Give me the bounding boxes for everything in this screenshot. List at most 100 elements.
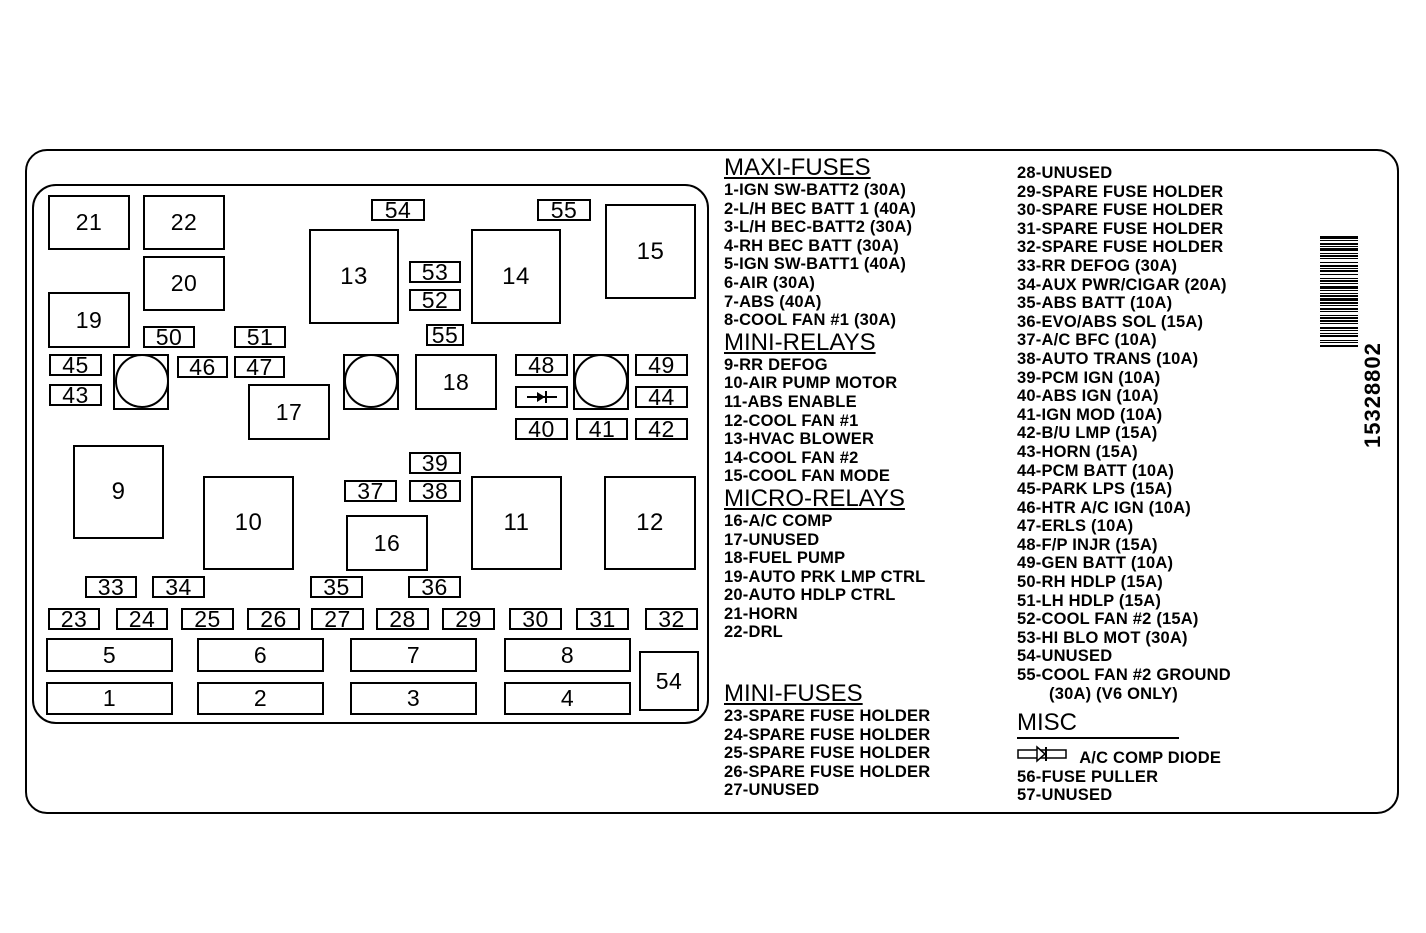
legend-item: 29-SPARE FUSE HOLDER — [1017, 182, 1224, 201]
fuse-45: 45 — [49, 351, 102, 378]
legend-item: 8-COOL FAN #1 (30A) — [724, 311, 897, 330]
legend-item: 4-RH BEC BATT (30A) — [724, 236, 899, 255]
fuse-26-label: 26 — [260, 605, 287, 632]
maxi-fuse-1: 1 — [46, 682, 173, 715]
legend-item: 27-UNUSED — [724, 781, 820, 800]
barcode-bar — [1320, 255, 1358, 257]
fuse-40: 40 — [515, 415, 568, 442]
barcode-bar — [1320, 335, 1358, 337]
fuse-28: 28 — [376, 607, 429, 630]
barcode-bar — [1320, 270, 1358, 272]
fuse-47: 47 — [234, 353, 285, 380]
relay-19: 19 — [48, 292, 130, 348]
legend-item: 48-F/P INJR (15A) — [1017, 535, 1158, 554]
fuse-46-label: 46 — [189, 353, 216, 380]
legend-item: 20-AUTO HDLP CTRL — [724, 586, 896, 605]
fuse-54-top-label: 54 — [384, 196, 412, 223]
legend-item: 12-COOL FAN #1 — [724, 411, 859, 430]
fuse-34-label: 34 — [165, 573, 192, 600]
mini-relays-heading: MINI-RELAYS — [724, 328, 876, 356]
label-frame — [25, 149, 1399, 814]
legend-item: 15-COOL FAN MODE — [724, 467, 891, 486]
relay-19-label: 19 — [75, 306, 103, 333]
fuse-panel-outline — [32, 184, 709, 724]
fuse-39: 39 — [409, 451, 461, 474]
barcode-bar — [1320, 248, 1358, 251]
legend-mini-fuses: MINI-FUSES 23-SPARE FUSE HOLDER 24-SPARE… — [724, 681, 930, 800]
relay-11-label: 11 — [503, 509, 530, 536]
fuse-38: 38 — [409, 479, 461, 502]
legend-item-continuation: (30A) (V6 ONLY) — [1049, 684, 1178, 703]
fuse-40-label: 40 — [528, 415, 555, 442]
fuse-29-label: 29 — [455, 605, 482, 632]
fuse-55-top: 55 — [537, 196, 591, 223]
fuse-55-mid-label: 55 — [431, 321, 459, 348]
barcode-bar — [1320, 258, 1358, 259]
fuse-35-label: 35 — [323, 573, 350, 600]
legend-item: 24-SPARE FUSE HOLDER — [724, 725, 931, 744]
fuse-42-label: 42 — [648, 415, 675, 442]
barcode-bar — [1320, 274, 1358, 275]
fuse-48-label: 48 — [528, 351, 555, 378]
legend-item: 36-EVO/ABS SOL (15A) — [1017, 312, 1204, 331]
fuse-53: 53 — [409, 260, 461, 283]
legend-item: 37-A/C BFC (10A) — [1017, 331, 1157, 350]
maxi-fuse-6-label: 6 — [253, 641, 268, 668]
maxi-fuse-1-label: 1 — [102, 685, 117, 711]
legend-item: 25-SPARE FUSE HOLDER — [724, 744, 931, 763]
fuse-36-label: 36 — [421, 573, 448, 600]
part-number: 15328802 — [1360, 342, 1385, 448]
fuse-25: 25 — [181, 605, 234, 632]
maxi-fuses-heading: MAXI-FUSES — [724, 154, 871, 181]
legend-item: 54-UNUSED — [1017, 647, 1113, 666]
fuse-55-mid: 55 — [426, 321, 464, 348]
legend-item: 3-L/H BEC-BATT2 (30A) — [724, 218, 913, 237]
relay-10-label: 10 — [234, 509, 263, 536]
barcode-bar — [1320, 253, 1358, 254]
maxi-fuse-8: 8 — [504, 638, 631, 672]
fuse-55-top-label: 55 — [550, 196, 578, 223]
fuse-42: 42 — [635, 415, 688, 442]
barcode-bar — [1320, 290, 1358, 291]
relay-18: 18 — [415, 354, 497, 410]
relay-17: 17 — [248, 384, 330, 440]
fuse-34: 34 — [152, 573, 205, 600]
barcode-bar — [1320, 236, 1358, 239]
fuse-27-label: 27 — [324, 605, 351, 632]
relay-20-label: 20 — [170, 270, 198, 296]
legend-item: 38-AUTO TRANS (10A) — [1017, 349, 1199, 368]
barcode-bar — [1320, 286, 1358, 289]
barcode-bar — [1320, 280, 1358, 282]
fuse-25-label: 25 — [194, 605, 221, 632]
legend-item: 41-IGN MOD (10A) — [1017, 405, 1163, 424]
legend-misc: MISC A/C COMP DIODE 56-FUSE PULLER 57-UN… — [1017, 710, 1221, 805]
fuse-49: 49 — [635, 353, 688, 376]
mini-fuses-heading: MINI-FUSES — [724, 680, 863, 707]
legend-item: 50-RH HDLP (15A) — [1017, 573, 1163, 592]
barcode-bar — [1320, 268, 1358, 269]
relay-10: 10 — [203, 476, 294, 570]
barcode-bar — [1320, 293, 1358, 294]
maxi-fuse-3: 3 — [350, 682, 477, 715]
maxi-fuse-7-label: 7 — [406, 641, 421, 668]
fuse-44: 44 — [635, 385, 688, 408]
fuse-51-label: 51 — [246, 323, 274, 350]
legend-column-2: 28-UNUSED 29-SPARE FUSE HOLDER 30-SPARE … — [1017, 164, 1231, 703]
relay-16: 16 — [346, 515, 428, 571]
fuse-27: 27 — [311, 605, 364, 632]
legend-item: 19-AUTO PRK LMP CTRL — [724, 567, 926, 586]
fuse-41-label: 41 — [588, 415, 616, 442]
fuse-50: 50 — [143, 325, 195, 348]
relay-22: 22 — [143, 195, 225, 250]
relay-14: 14 — [471, 229, 561, 324]
barcode-bar — [1320, 298, 1358, 301]
fuse-45-label: 45 — [62, 351, 89, 378]
fuse-24: 24 — [116, 607, 168, 630]
legend-item: 56-FUSE PULLER — [1017, 767, 1159, 786]
legend-item: 28-UNUSED — [1017, 164, 1113, 182]
maxi-fuse-4-label: 4 — [560, 685, 575, 711]
fuse-23-label: 23 — [60, 605, 88, 632]
fuse-31: 31 — [576, 607, 629, 630]
fuse-47-label: 47 — [246, 353, 273, 380]
diode-slot — [515, 386, 568, 408]
